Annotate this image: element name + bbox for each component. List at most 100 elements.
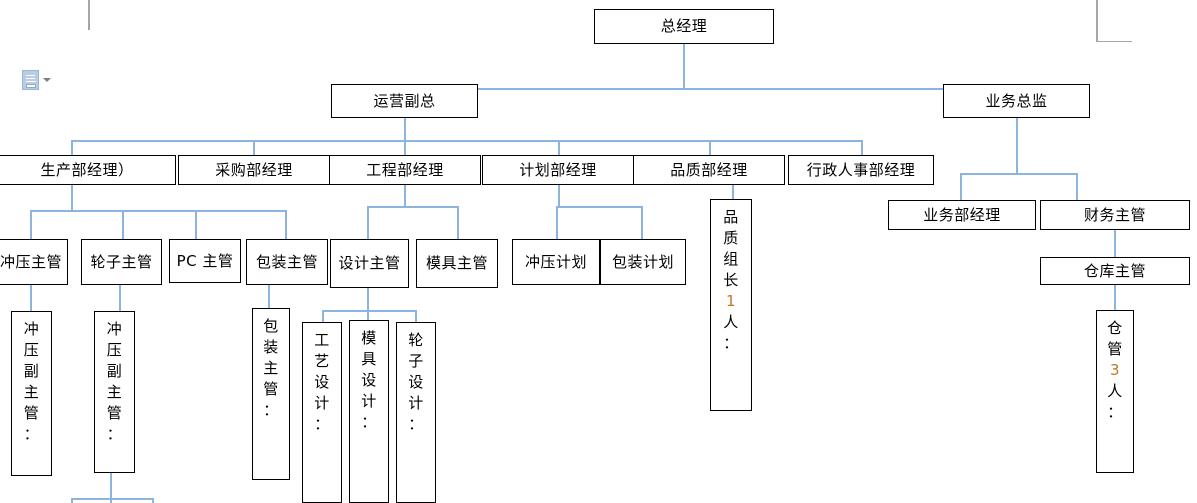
node-hr-mgr[interactable]: 行政人事部经理 bbox=[788, 155, 934, 185]
node-stamp-deputy-2[interactable]: 冲 压 副 主 管 ： bbox=[94, 311, 135, 473]
node-qa-lead-char: 人 bbox=[723, 313, 739, 331]
node-qa-lead-count: 1 bbox=[725, 292, 737, 310]
connector-ops-to-plan bbox=[558, 140, 560, 155]
node-wheel-sup[interactable]: 轮子主管 bbox=[81, 239, 162, 285]
node-pack-plan-label: 包装计划 bbox=[611, 252, 674, 271]
connector-design-to-wheel bbox=[415, 310, 417, 322]
connector-gm-down bbox=[683, 43, 685, 89]
connector-stampsup-down-2 bbox=[119, 285, 121, 311]
node-mold-design[interactable]: 模 具 设 计 ： bbox=[349, 320, 389, 503]
connector-biz-to-fin bbox=[1076, 173, 1078, 201]
connector-design-to-mold bbox=[367, 310, 369, 322]
node-gm-label: 总经理 bbox=[660, 17, 708, 36]
connector-eng-to-mold bbox=[457, 206, 459, 239]
node-design-sup[interactable]: 设计主管 bbox=[330, 239, 409, 288]
connector-ops-to-hr bbox=[861, 140, 863, 155]
node-fin-sup-label: 财务主管 bbox=[1083, 205, 1146, 224]
connector-designsup-bus bbox=[322, 310, 416, 312]
node-prod-mgr[interactable]: 生产部经理） bbox=[0, 155, 176, 185]
node-process-design-char: 设 bbox=[314, 373, 330, 391]
paste-options-button[interactable] bbox=[22, 70, 51, 90]
node-purch-mgr-label: 采购部经理 bbox=[215, 160, 293, 179]
connector-ops-down bbox=[404, 117, 406, 141]
node-eng-mgr-label: 工程部经理 bbox=[366, 160, 444, 179]
connector-prod-to-wheel bbox=[122, 210, 124, 239]
connector-fin-down bbox=[1114, 230, 1116, 258]
connector-wh-down bbox=[1114, 284, 1116, 310]
connector-design-to-process bbox=[322, 310, 324, 322]
node-wheel-design[interactable]: 轮 子 设 计 ： bbox=[396, 322, 436, 503]
node-wh-sup[interactable]: 仓库主管 bbox=[1040, 257, 1190, 285]
node-sales-mgr[interactable]: 业务部经理 bbox=[888, 200, 1036, 230]
node-pack-plan[interactable]: 包装计划 bbox=[600, 239, 686, 285]
connector-ops-to-prod bbox=[71, 140, 73, 155]
node-qa-mgr-label: 品质部经理 bbox=[670, 160, 748, 179]
node-mold-design-char: 设 bbox=[361, 371, 377, 389]
node-stamp-deputy-2-char: 冲 bbox=[106, 320, 123, 338]
node-qa-lead[interactable]: 品 质 组 长 1 人 ： bbox=[710, 199, 752, 411]
connector-biz-down bbox=[1016, 117, 1018, 174]
connector-eng-to-design bbox=[367, 206, 369, 239]
node-ops-vp[interactable]: 运营副总 bbox=[331, 84, 478, 118]
paste-document-icon bbox=[22, 70, 39, 90]
node-stamp-deputy-1-char: 压 bbox=[23, 341, 40, 359]
node-process-design-char: 艺 bbox=[314, 352, 330, 370]
node-wheel-design-char: 设 bbox=[408, 373, 424, 391]
node-design-sup-label: 设计主管 bbox=[338, 254, 401, 273]
node-warehouse-staff[interactable]: 仓 管 3 人 ： bbox=[1096, 310, 1134, 473]
node-stamp-plan[interactable]: 冲压计划 bbox=[512, 239, 600, 285]
connector-plan-to-stampplan bbox=[556, 206, 558, 239]
node-hr-mgr-label: 行政人事部经理 bbox=[806, 160, 916, 179]
node-pc-sup[interactable]: PC 主管 bbox=[169, 239, 241, 283]
connector-eng-down bbox=[404, 183, 406, 207]
connector-biz-bus bbox=[960, 173, 1077, 175]
node-sales-mgr-label: 业务部经理 bbox=[923, 205, 1001, 224]
connector-plan-hbus bbox=[556, 206, 642, 208]
node-stamp-deputy-1-char: 管 bbox=[23, 404, 40, 422]
node-pack-sup-sub-char: 包 bbox=[263, 317, 279, 335]
connector-prod-down bbox=[71, 183, 73, 211]
node-plan-mgr-label: 计划部经理 bbox=[519, 160, 597, 179]
node-process-design-char: ： bbox=[314, 415, 330, 433]
node-mold-design-char: ： bbox=[361, 413, 377, 431]
chevron-down-icon[interactable] bbox=[43, 78, 51, 82]
connector-ops-to-qa bbox=[709, 140, 711, 155]
node-mold-sup-label: 模具主管 bbox=[425, 254, 488, 273]
connector-stampdeputy2-bus-left bbox=[71, 498, 73, 503]
node-mold-sup[interactable]: 模具主管 bbox=[416, 239, 498, 288]
node-wheel-design-char: 计 bbox=[408, 394, 424, 412]
node-qa-lead-char: 长 bbox=[723, 271, 739, 289]
node-purch-mgr[interactable]: 采购部经理 bbox=[178, 155, 330, 185]
node-biz-dir[interactable]: 业务总监 bbox=[943, 84, 1090, 118]
connector-prod-to-pack bbox=[285, 210, 287, 239]
node-stamp-deputy-1[interactable]: 冲 压 副 主 管 ： bbox=[11, 311, 52, 476]
connector-qa-down bbox=[732, 183, 734, 199]
connector-prod-bus bbox=[30, 210, 285, 212]
node-process-design[interactable]: 工 艺 设 计 ： bbox=[302, 322, 342, 503]
node-qa-lead-char: 组 bbox=[723, 250, 739, 268]
node-pack-sup[interactable]: 包装主管 bbox=[246, 239, 328, 285]
node-pack-sup-label: 包装主管 bbox=[255, 252, 318, 271]
node-stamp-deputy-2-char: ： bbox=[106, 425, 123, 443]
connector-ops-bus bbox=[71, 140, 861, 142]
node-eng-mgr[interactable]: 工程部经理 bbox=[329, 155, 481, 185]
connector-ops-to-eng bbox=[404, 140, 406, 155]
node-stamp-deputy-1-char: 冲 bbox=[23, 320, 40, 338]
node-gm[interactable]: 总经理 bbox=[594, 9, 774, 44]
node-pack-sup-sub[interactable]: 包 装 主 管 ： bbox=[252, 308, 290, 480]
node-plan-mgr[interactable]: 计划部经理 bbox=[482, 155, 634, 185]
connector-packsup-down bbox=[268, 285, 270, 308]
node-wheel-design-char: ： bbox=[408, 415, 424, 433]
node-stamp-deputy-2-char: 管 bbox=[106, 404, 123, 422]
node-mold-design-char: 模 bbox=[361, 329, 377, 347]
node-warehouse-staff-char: 管 bbox=[1107, 340, 1123, 358]
node-fin-sup[interactable]: 财务主管 bbox=[1040, 200, 1190, 230]
node-mold-design-char: 计 bbox=[361, 392, 377, 410]
node-pack-sup-sub-char: 装 bbox=[263, 338, 279, 356]
node-stamp-plan-label: 冲压计划 bbox=[524, 252, 587, 271]
node-warehouse-staff-char: 人 bbox=[1107, 382, 1123, 400]
node-warehouse-staff-char: 仓 bbox=[1107, 319, 1123, 337]
node-pack-sup-sub-char: ： bbox=[263, 401, 279, 419]
node-qa-mgr[interactable]: 品质部经理 bbox=[633, 155, 785, 185]
node-stamp-sup[interactable]: 冲压主管 bbox=[0, 239, 68, 285]
